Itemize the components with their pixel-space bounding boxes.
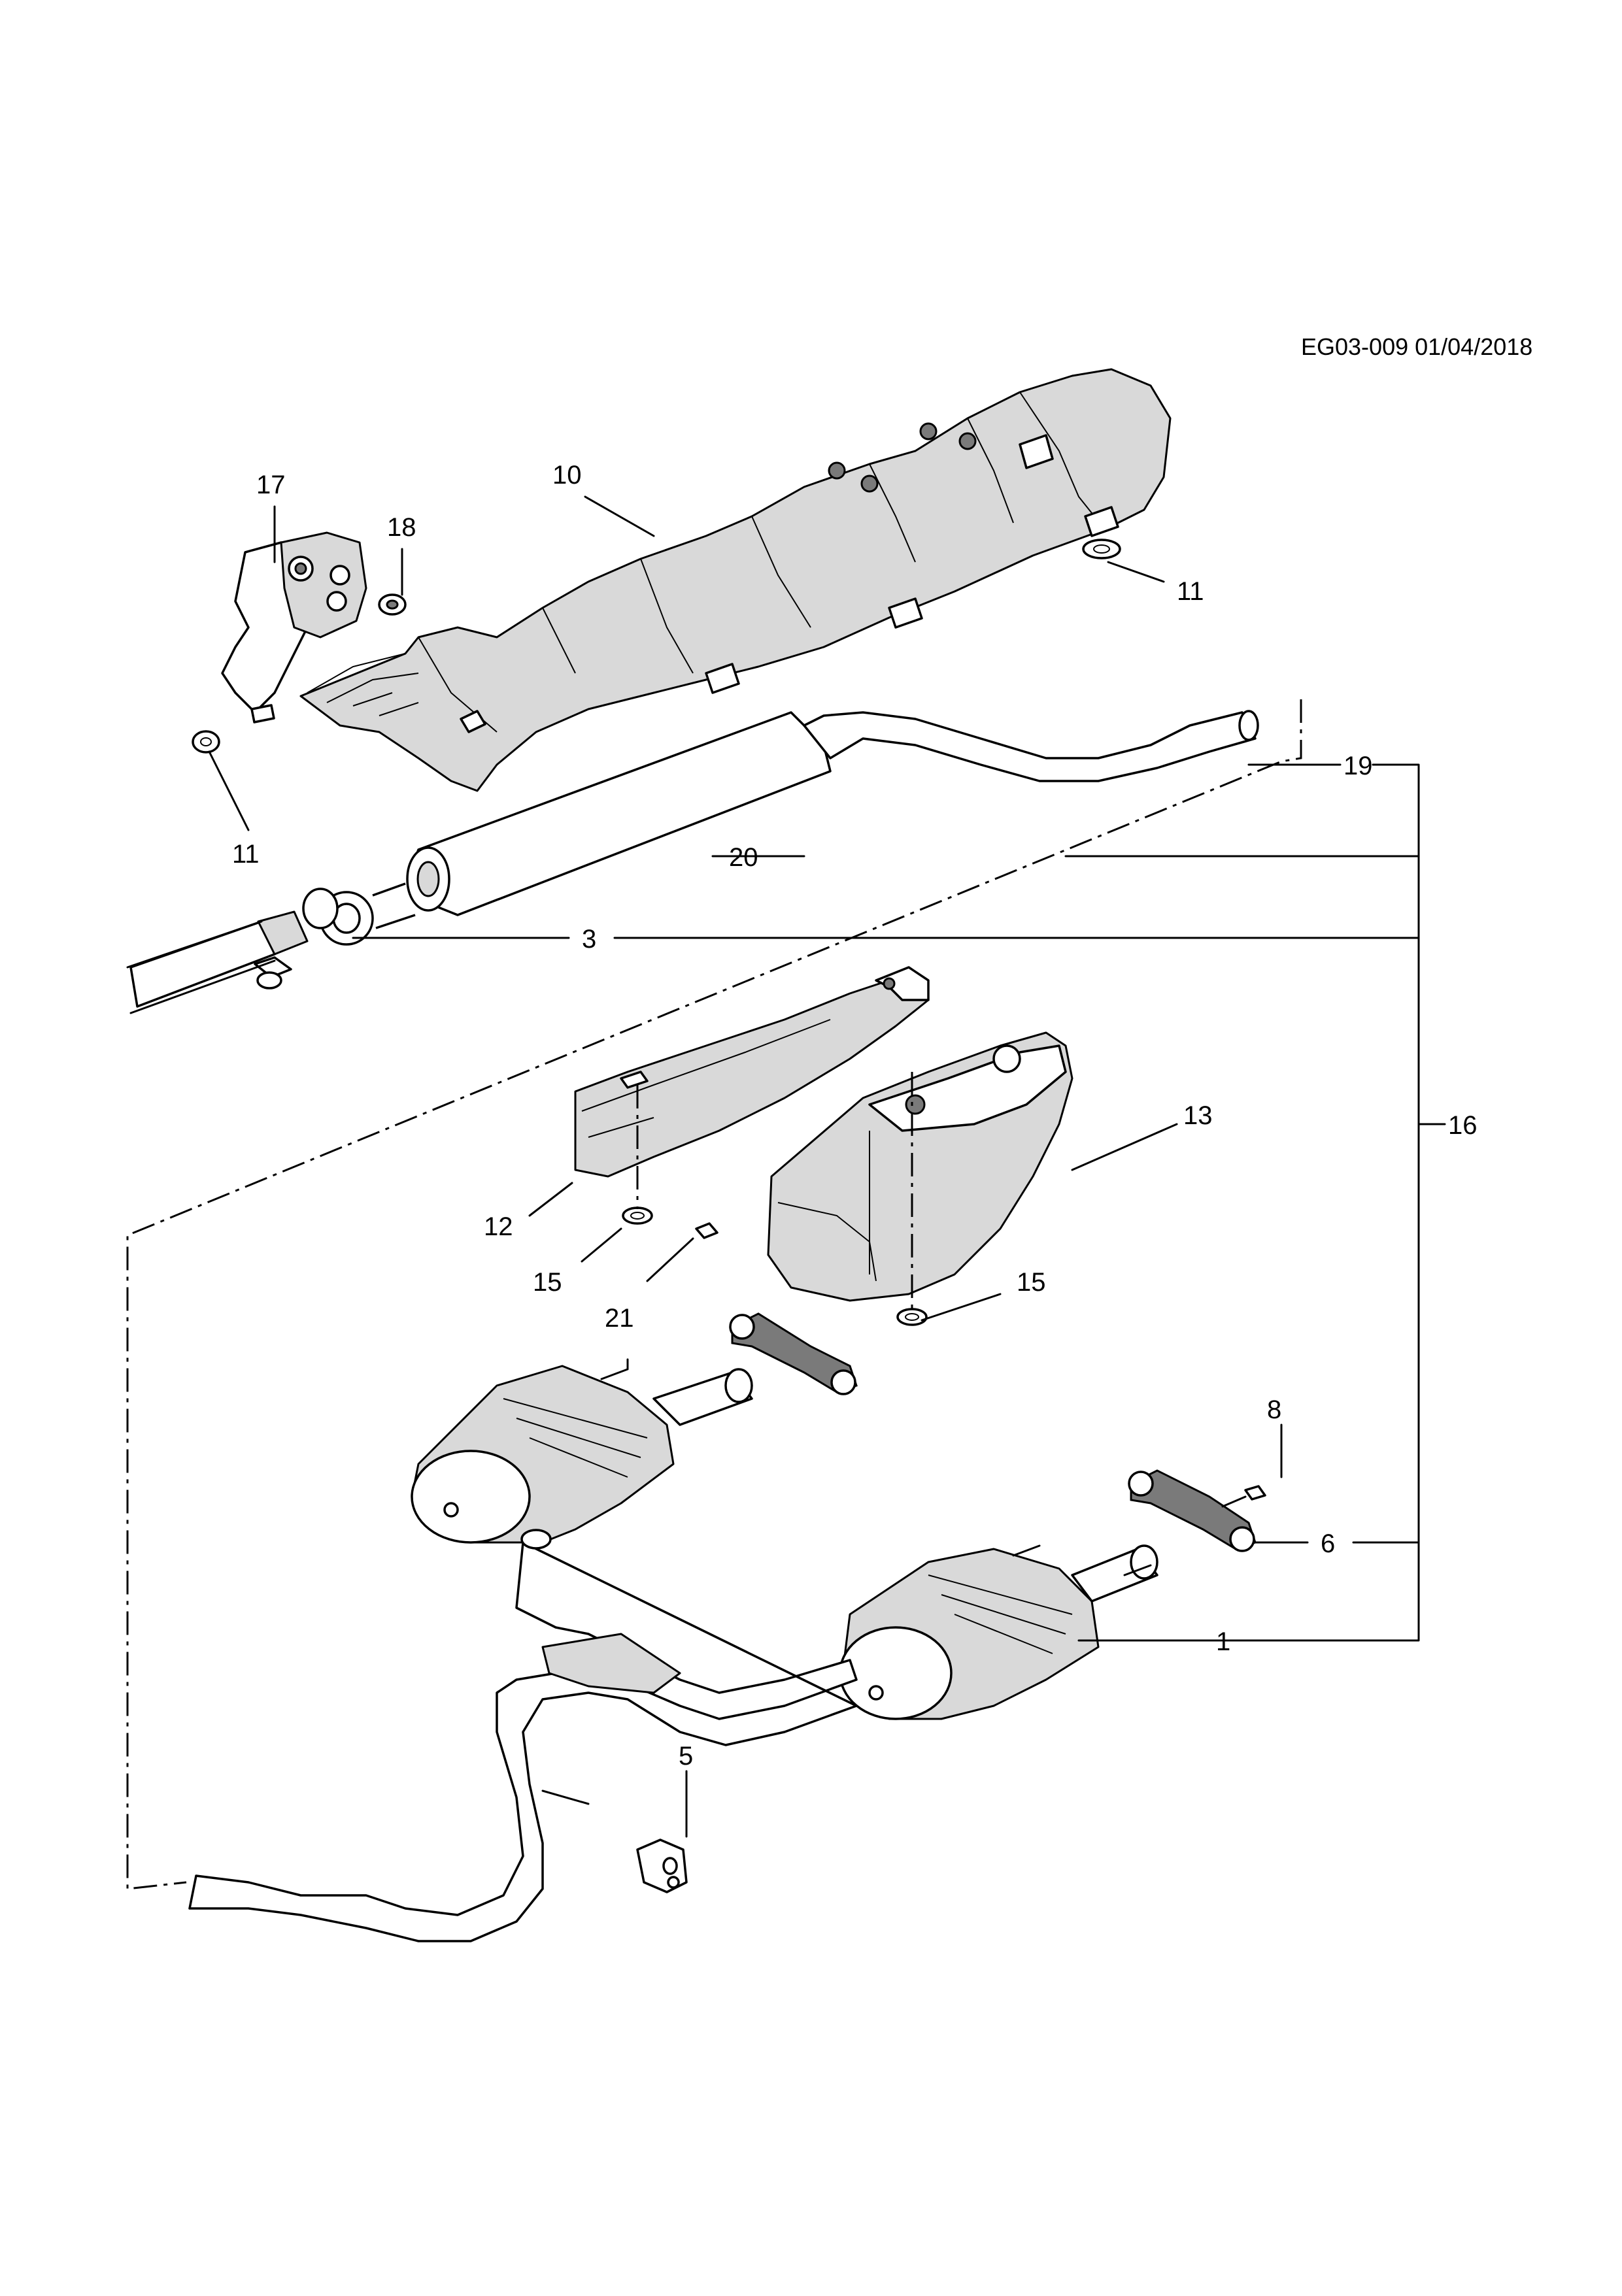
callout-15-right: 15 <box>1017 1268 1046 1297</box>
callout-1: 1 <box>1216 1627 1230 1656</box>
gasket-3[interactable] <box>302 882 416 946</box>
bolt-8[interactable] <box>1221 1485 1266 1508</box>
callout-6: 6 <box>1321 1529 1335 1558</box>
assembly-boundary-line <box>126 699 1302 1890</box>
callout-18: 18 <box>387 513 416 542</box>
callout-20: 20 <box>729 843 758 872</box>
callout-5: 5 <box>679 1742 693 1771</box>
front-pipe-resonator[interactable] <box>129 710 1259 1008</box>
clip-21[interactable] <box>695 1222 718 1239</box>
callout-15-left: 15 <box>533 1268 562 1297</box>
callout-8: 8 <box>1267 1395 1281 1424</box>
bracket-front[interactable] <box>221 531 367 724</box>
callout-17: 17 <box>256 471 286 499</box>
washer-11-left[interactable] <box>192 730 220 754</box>
diagram-reference: EG03-009 01/04/2018 <box>1301 333 1532 360</box>
callout-10: 10 <box>552 461 582 490</box>
callout-21: 21 <box>605 1304 634 1333</box>
hanger-left[interactable] <box>729 1312 858 1395</box>
rear-muffler-left[interactable] <box>411 1358 753 1544</box>
hanger-right[interactable] <box>1128 1469 1257 1552</box>
clamp-nut[interactable] <box>254 956 292 990</box>
rear-muffler-right[interactable] <box>839 1544 1158 1720</box>
intermediate-pipe <box>126 920 276 1014</box>
leader-lines <box>208 495 1446 1838</box>
washer-15-left[interactable] <box>622 1206 653 1225</box>
heat-shield-front[interactable] <box>299 368 1172 792</box>
callout-19: 19 <box>1343 752 1373 780</box>
rubber-hanger-5[interactable] <box>636 1838 688 1893</box>
callout-11-right: 11 <box>1177 577 1204 606</box>
callout-13: 13 <box>1183 1101 1213 1130</box>
callout-11-left: 11 <box>232 840 260 869</box>
washer-11-right[interactable] <box>1082 539 1121 559</box>
callout-12: 12 <box>484 1212 513 1241</box>
y-pipe[interactable] <box>188 1529 858 1942</box>
callout-16: 16 <box>1448 1111 1478 1140</box>
heat-shield-13[interactable] <box>767 1031 1073 1302</box>
heat-shield-12[interactable] <box>574 966 930 1178</box>
callout-3: 3 <box>582 925 596 954</box>
nut-18[interactable] <box>378 593 407 616</box>
washer-15-right[interactable] <box>896 1308 928 1326</box>
